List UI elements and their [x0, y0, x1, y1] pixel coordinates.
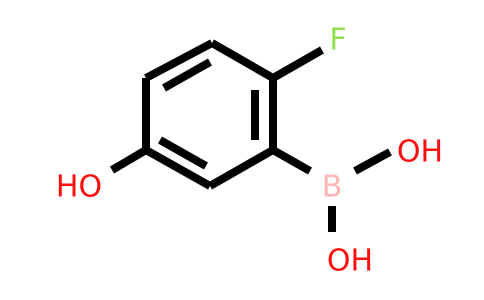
- boron-hydroxyl-top-label: OH: [397, 135, 443, 170]
- double-bond-inner-c4-c5: [158, 136, 208, 170]
- bond-boron-oh-top: [353, 148, 392, 175]
- double-bond-inner-c2-c3: [162, 58, 212, 92]
- ring-hydroxyl-label: HO: [56, 170, 102, 205]
- ring-bond-c4-c5: [144, 146, 212, 190]
- bond-c4-ring-oh: [109, 146, 149, 174]
- boron-hydroxyl-bottom-label: OH: [327, 244, 373, 279]
- ring-bond-c1-c2: [210, 39, 275, 82]
- bond-c6-boron: [271, 146, 312, 175]
- boron-label: B: [322, 170, 343, 205]
- fluorine-label: F: [329, 23, 346, 58]
- ring-bond-c2-c3: [144, 39, 214, 82]
- bond-c1-fluorine: [271, 46, 324, 82]
- ring-bond-c5-c6: [208, 146, 275, 190]
